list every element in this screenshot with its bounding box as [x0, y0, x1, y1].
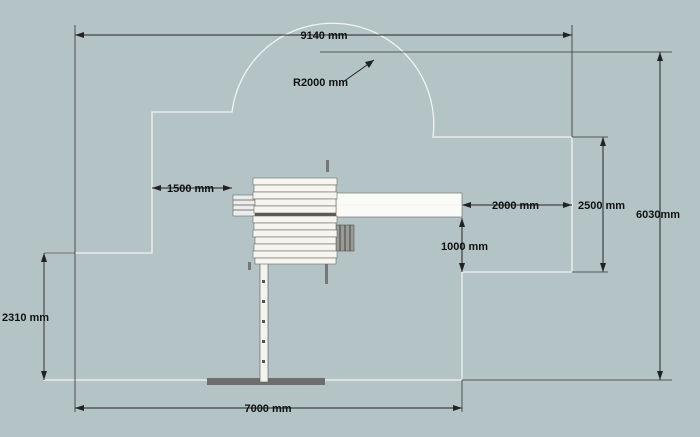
- extension-lines: [44, 25, 672, 412]
- bottom-width-label: 7000 mm: [244, 403, 291, 415]
- dimension-lines: [43, 34, 661, 409]
- total-height-label: 6030mm: [636, 209, 680, 221]
- slide-height-label: 1000 mm: [441, 241, 488, 253]
- swing-hooks: [262, 280, 265, 363]
- left-height-label: 2310 mm: [2, 312, 49, 324]
- right-height-label: 2500 mm: [578, 200, 625, 212]
- safety-zone-outline: [43, 22, 573, 381]
- slide-clearance-label: 2000 mm: [492, 200, 539, 212]
- top-width-label: 9140 mm: [300, 30, 347, 42]
- dimension-labels: 9140 mm R2000 mm 1500 mm 2000 mm 2500 mm…: [2, 30, 680, 415]
- ladder: [232, 194, 256, 217]
- left-clearance-label: 1500 mm: [167, 183, 214, 195]
- roof-planks: [252, 177, 338, 265]
- arrowheads: [41, 32, 663, 411]
- radius-label: R2000 mm: [293, 77, 348, 89]
- playset-structure: [207, 160, 463, 385]
